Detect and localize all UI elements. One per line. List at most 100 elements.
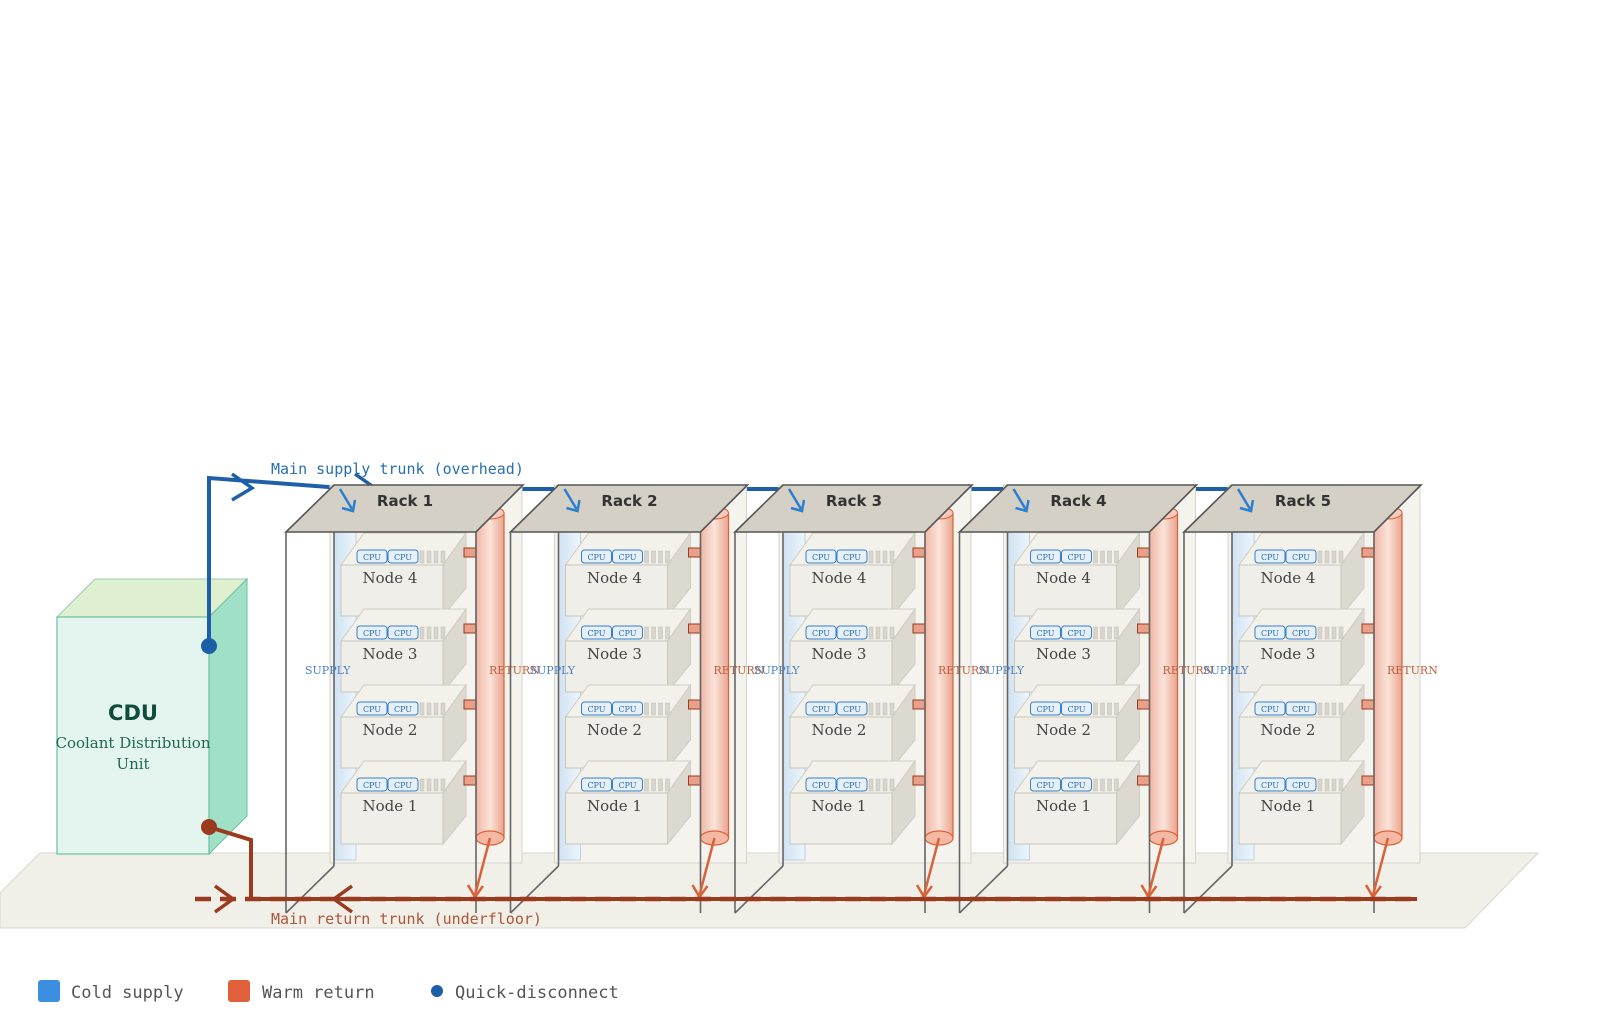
cpu-cold-plate: [1030, 777, 1061, 792]
dimm-module: [1100, 702, 1105, 716]
supply-drop-arrowhead: [1239, 499, 1255, 513]
node-label: Node 4: [1036, 569, 1091, 587]
return-fitting: [1137, 775, 1150, 786]
cpu-label: CPU: [363, 629, 381, 638]
cpu-cold-plate: [1061, 777, 1092, 792]
node-front-face: [565, 640, 668, 693]
dimm-module: [868, 550, 874, 564]
dimm-module: [1107, 778, 1112, 792]
cpu-cold-plate: [581, 549, 612, 564]
rack-label: Rack 4: [1050, 492, 1106, 510]
legend-label-quick-disconnect: Quick-disconnect: [455, 983, 619, 1003]
return-flow-arrow-2: [331, 884, 354, 914]
dimm-module: [644, 778, 649, 792]
dimm-module: [1324, 550, 1330, 564]
cpu-label: CPU: [394, 553, 412, 562]
cdu-subtitle-1: Coolant Distribution: [55, 734, 210, 752]
dimm-module: [1338, 550, 1344, 564]
cpu-cold-plate: [356, 625, 388, 640]
return-fitting: [688, 775, 701, 786]
rack-label: Rack 3: [826, 492, 882, 510]
node-front-face: [1014, 564, 1117, 617]
return-flow-arrow-1: [213, 884, 236, 914]
supply-drop-arrow: [787, 488, 803, 510]
dimm-module: [868, 626, 874, 640]
cpu-cold-plate: [581, 777, 612, 792]
cpu-label: CPU: [1067, 553, 1085, 562]
dimm-module: [665, 778, 670, 792]
supply-drop-arrow: [1012, 488, 1027, 510]
node-label: Node 3: [587, 645, 642, 663]
dimm-module: [433, 702, 439, 716]
cpu-label: CPU: [843, 705, 861, 714]
node-label: Node 1: [587, 797, 642, 815]
cpu-cold-plate: [612, 701, 643, 716]
dimm-module: [644, 626, 649, 640]
return-fitting: [912, 775, 926, 786]
cpu-cold-plate: [581, 625, 612, 640]
node-front-face: [1014, 640, 1117, 693]
return-fitting: [463, 775, 477, 786]
cpu-label: CPU: [394, 781, 412, 790]
supply-drop-arrow: [563, 488, 578, 510]
cpu-label: CPU: [1292, 553, 1310, 562]
cpu-label: CPU: [1067, 629, 1085, 638]
cpu-label: CPU: [363, 781, 381, 790]
legend-label-warm-return: Warm return: [262, 983, 375, 1003]
cpu-label: CPU: [363, 553, 381, 562]
cpu-cold-plate: [1030, 549, 1061, 564]
cpu-label: CPU: [812, 553, 830, 562]
dimm-module: [875, 778, 881, 792]
supply-manifold-label: SUPPLY: [1203, 664, 1249, 677]
return-fitting: [1137, 699, 1150, 710]
cdu-title: CDU: [108, 701, 158, 725]
legend-swatch-cold-supply: [38, 980, 60, 1002]
cpu-label: CPU: [587, 705, 605, 714]
cpu-label: CPU: [1261, 553, 1279, 562]
return-fitting: [463, 699, 477, 710]
dimm-module: [419, 778, 425, 792]
node-label: Node 3: [1036, 645, 1091, 663]
cpu-cold-plate: [387, 625, 419, 640]
node-label: Node 4: [587, 569, 642, 587]
dimm-module: [1331, 778, 1337, 792]
supply-manifold-label: SUPPLY: [530, 664, 576, 677]
return-drop-arrow: [922, 837, 941, 896]
dimm-module: [658, 778, 663, 792]
dimm-module: [651, 626, 656, 640]
cpu-cold-plate: [836, 625, 868, 640]
cpu-cold-plate: [1254, 701, 1286, 716]
dimm-module: [1100, 550, 1105, 564]
dimm-module: [419, 626, 425, 640]
cpu-cold-plate: [1254, 625, 1286, 640]
rack-label: Rack 5: [1275, 492, 1331, 510]
dimm-module: [426, 702, 432, 716]
node-front-face: [340, 792, 444, 845]
node-label: Node 3: [812, 645, 867, 663]
dimm-module: [868, 778, 874, 792]
cpu-label: CPU: [1292, 705, 1310, 714]
dimm-module: [1100, 626, 1105, 640]
dimm-module: [426, 778, 432, 792]
rack-frame-base: [734, 865, 784, 914]
node-label: Node 2: [363, 721, 418, 739]
supply-manifold-label: SUPPLY: [979, 664, 1025, 677]
return-fitting: [463, 623, 477, 634]
cdu-supply-quick-disconnect: [201, 638, 217, 654]
return-manifold-label: RETURN: [1387, 664, 1438, 677]
dimm-module: [1100, 778, 1105, 792]
dimm-module: [875, 626, 881, 640]
cpu-label: CPU: [587, 781, 605, 790]
node-front-face: [1238, 792, 1342, 845]
cpu-cold-plate: [1285, 549, 1317, 564]
dimm-module: [1317, 626, 1323, 640]
